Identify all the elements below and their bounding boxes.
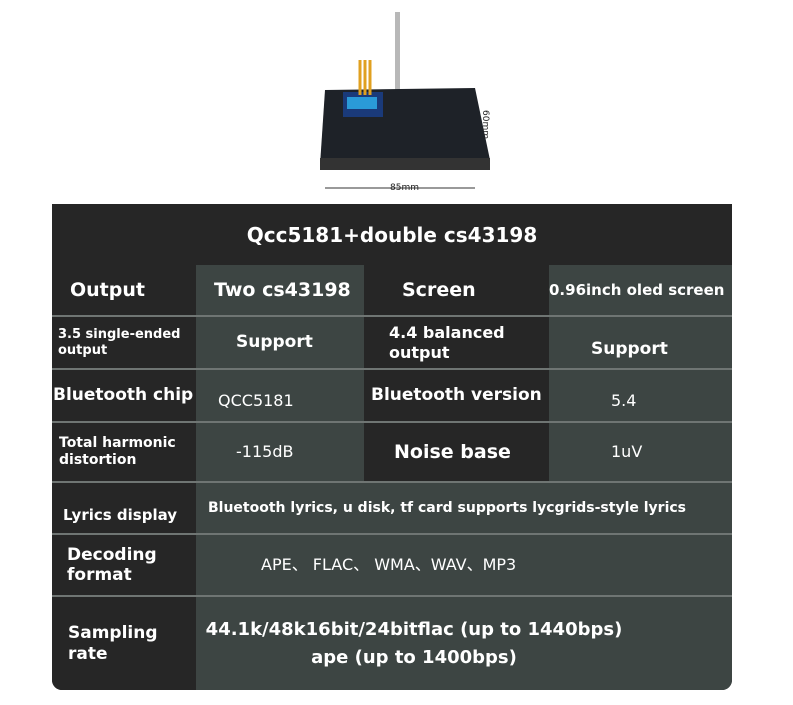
value-decoding: APE、 FLAC、 WMA、WAV、MP3 xyxy=(196,535,732,597)
label-bt-version: Bluetooth version xyxy=(364,370,549,423)
product-photo: 85mm 60mm 20mm xyxy=(320,12,490,190)
value-lyrics: Bluetooth lyrics, u disk, tf card suppor… xyxy=(196,483,732,535)
spec-table: Qcc5181+double cs43198 Output Two cs4319… xyxy=(52,204,732,690)
value-bt-version: 5.4 xyxy=(549,370,732,423)
label-sampling: Sampling rate xyxy=(52,597,196,690)
label-screen: Screen xyxy=(364,265,549,317)
label-bt-chip: Bluetooth chip xyxy=(52,370,196,423)
width-label: 85mm xyxy=(390,183,419,190)
label-decoding: Decoding format xyxy=(52,535,196,597)
value-screen: 0.96inch oled screen xyxy=(549,265,732,317)
label-single-ended: 3.5 single-ended output xyxy=(52,317,196,370)
value-sampling: 44.1k/48k16bit/24bitflac (up to 1440bps)… xyxy=(196,597,732,690)
table-title: Qcc5181+double cs43198 xyxy=(52,204,732,267)
sampling-line-2: ape (up to 1400bps) xyxy=(311,646,517,668)
value-bt-chip: QCC5181 xyxy=(196,370,364,423)
label-lyrics: Lyrics display xyxy=(52,483,196,535)
sampling-line-1: 44.1k/48k16bit/24bitflac (up to 1440bps) xyxy=(205,618,623,640)
value-output: Two cs43198 xyxy=(196,265,364,317)
value-balanced: Support xyxy=(549,317,732,370)
label-output: Output xyxy=(52,265,196,317)
height-label: 60mm xyxy=(480,110,490,139)
label-thd: Total harmonic distortion xyxy=(52,423,196,483)
value-thd: -115dB xyxy=(196,423,364,483)
value-noise: 1uV xyxy=(549,423,732,483)
label-balanced: 4.4 balanced output xyxy=(364,317,549,370)
label-noise: Noise base xyxy=(364,423,549,483)
antenna xyxy=(395,12,400,97)
value-single-ended: Support xyxy=(196,317,364,370)
